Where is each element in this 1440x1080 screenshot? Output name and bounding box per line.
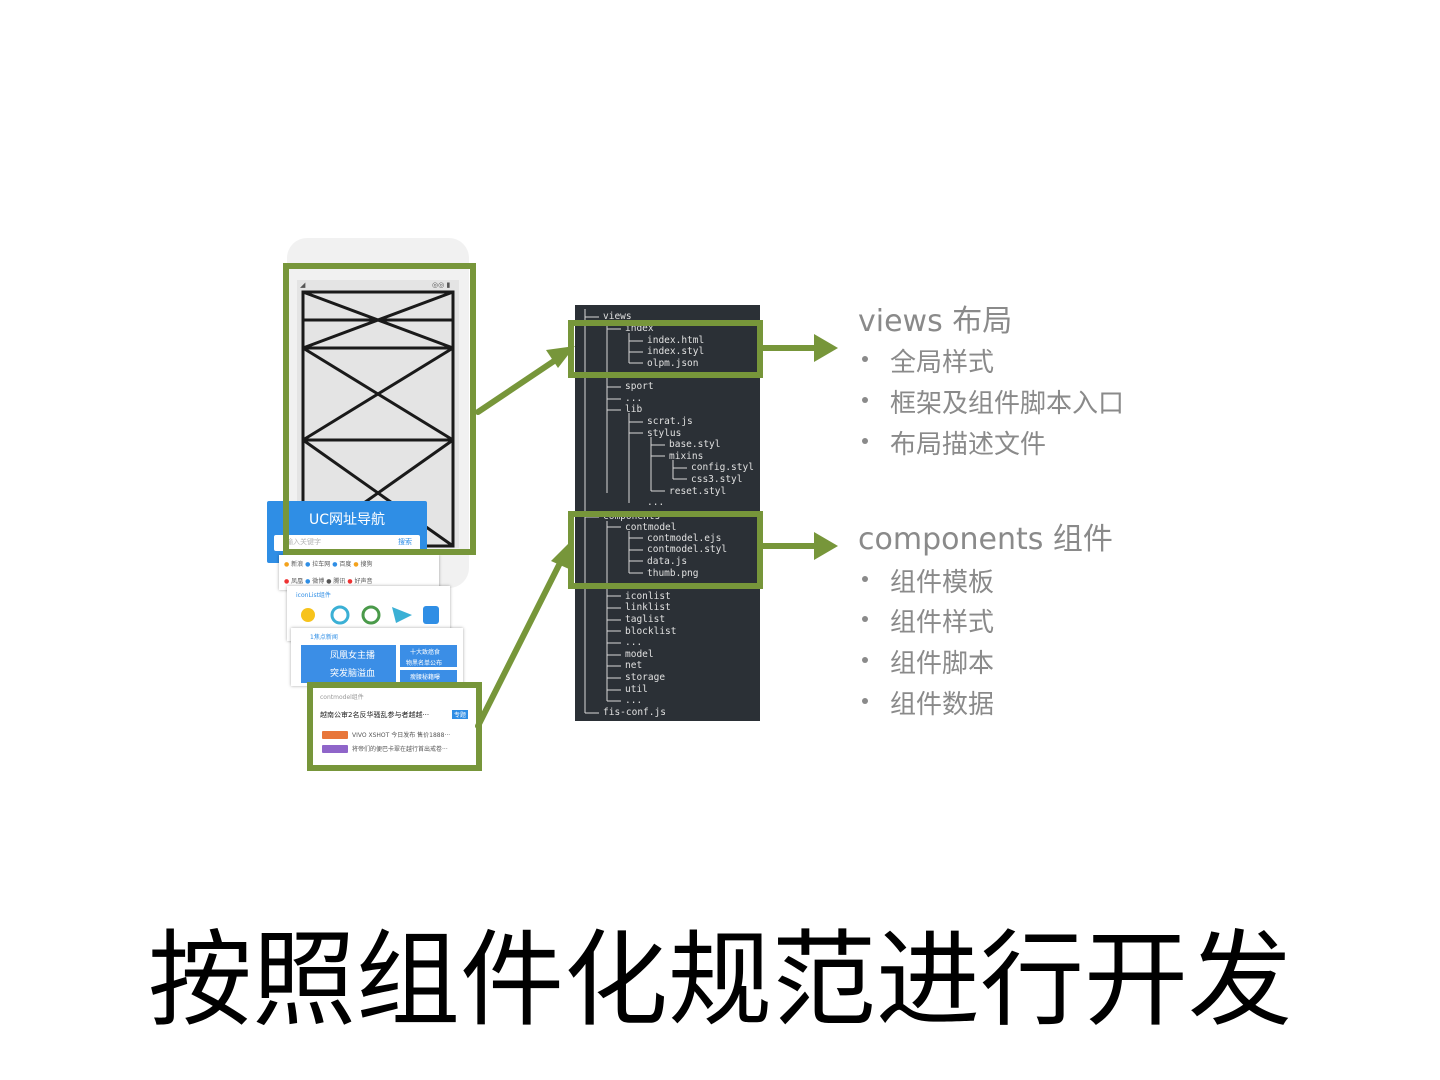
tree-item: index xyxy=(625,323,654,334)
views-item: 布局描述文件 xyxy=(890,430,1047,460)
bullet-dot xyxy=(862,657,868,663)
tree-item: lib xyxy=(625,404,643,415)
phone-layout-highlight xyxy=(283,263,476,555)
tree-item: fis-conf.js xyxy=(603,707,666,718)
nav-links-card xyxy=(279,555,439,590)
tree-item: contmodel.ejs xyxy=(647,533,722,544)
bullet-dot xyxy=(862,698,868,704)
status-signal-icon: ◢ xyxy=(300,281,306,289)
tree-item: config.styl xyxy=(691,462,754,473)
tree-item: olpm.json xyxy=(647,358,699,369)
tree-item: storage xyxy=(625,672,666,683)
tree-item: reset.styl xyxy=(669,486,727,497)
contmodel-badge: 专题 xyxy=(452,710,469,719)
tree-item: css3.styl xyxy=(691,474,743,485)
uc-search-input[interactable] xyxy=(274,535,420,551)
tree-item: ... xyxy=(647,497,665,508)
tree-item: thumb.png xyxy=(647,568,699,579)
uc-nav-title: UC网址导航 xyxy=(308,512,386,528)
contmodel-headline: 越南公审2名反华骚乱参与者越越··· xyxy=(320,711,430,719)
contmodel-highlight xyxy=(568,511,763,589)
tree-item: views xyxy=(603,311,632,322)
bullet-dot xyxy=(862,356,868,362)
tree-item: taglist xyxy=(625,614,666,625)
contmodel-label: contmodel组件 xyxy=(320,694,364,701)
tree-item: ... xyxy=(625,695,643,706)
components-item: 组件样式 xyxy=(890,608,995,638)
wireframe-placeholder xyxy=(301,290,455,548)
tree-item: ... xyxy=(625,393,643,404)
nav-link-row-2: ● 凤凰 ● 微博 ● 腾讯 ● 好声音 xyxy=(284,578,373,585)
news-side-line-2: 物黑名单公布 xyxy=(406,660,443,667)
views-heading: views 布局 xyxy=(858,304,1013,339)
tree-item: ... xyxy=(625,637,643,648)
tree-item: linklist xyxy=(625,602,671,613)
tree-item: model xyxy=(625,649,654,660)
components-item: 组件脚本 xyxy=(890,649,995,679)
tree-item: util xyxy=(625,684,648,695)
news-side-block-2[interactable] xyxy=(400,670,457,683)
news-side-line-1: 十大致癌食 xyxy=(410,649,441,656)
status-battery-icon: ◎◎ ▮ xyxy=(432,281,451,289)
news-main-line-2: 突发脑溢血 xyxy=(330,669,376,679)
tree-item: stylus xyxy=(647,428,682,439)
components-item: 组件模板 xyxy=(890,568,995,598)
tree-item: scrat.js xyxy=(647,416,693,427)
news-label: 1焦点新闻 xyxy=(310,634,338,641)
tree-item: base.styl xyxy=(669,439,721,450)
uc-search-button[interactable]: 搜索 xyxy=(398,538,412,546)
slide-caption: 按照组件化规范进行开发 xyxy=(147,919,1292,1041)
components-heading: components 组件 xyxy=(858,522,1113,557)
views-item: 全局样式 xyxy=(890,348,995,378)
contmodel-row-1: VIVO XSHOT 今日发布 售价1888··· xyxy=(352,732,451,739)
news-side-line-3: 瘦腰秘籍曝 xyxy=(410,674,441,681)
tree-item: index.styl xyxy=(647,346,705,357)
iconlist-label: iconList组件 xyxy=(296,592,331,599)
nav-link-row-1: ● 新浪 ● 拉车网 ● 百度 ● 搜狗 xyxy=(284,561,373,568)
tree-item: sport xyxy=(625,381,654,392)
bullet-dot xyxy=(862,397,868,403)
bullet-dot xyxy=(862,616,868,622)
tree-item: blocklist xyxy=(625,626,677,637)
tree-item: index.html xyxy=(647,335,705,346)
bullet-dot xyxy=(862,438,868,444)
contmodel-tag-1 xyxy=(322,731,348,739)
news-main-block[interactable] xyxy=(301,645,396,683)
tree-item: mixins xyxy=(669,451,704,462)
contmodel-tag-2 xyxy=(322,745,348,753)
tree-item: net xyxy=(625,660,643,671)
tree-item: contmodel xyxy=(625,522,677,533)
tree-item: iconlist xyxy=(625,591,671,602)
iconlist-icons xyxy=(301,605,439,625)
contmodel-row-2: 将帝们的便巴卡翠在越行首出戒卷··· xyxy=(352,746,448,753)
uc-search-placeholder: 输入关键字 xyxy=(286,538,321,546)
bullet-dot xyxy=(862,576,868,582)
news-main-line-1: 凤凰女主播 xyxy=(330,651,376,661)
views-item: 框架及组件脚本入口 xyxy=(890,389,1125,419)
news-side-block-1[interactable] xyxy=(400,645,457,667)
tree-item: data.js xyxy=(647,556,688,567)
tree-item: contmodel.styl xyxy=(647,544,728,555)
components-item: 组件数据 xyxy=(890,690,995,720)
